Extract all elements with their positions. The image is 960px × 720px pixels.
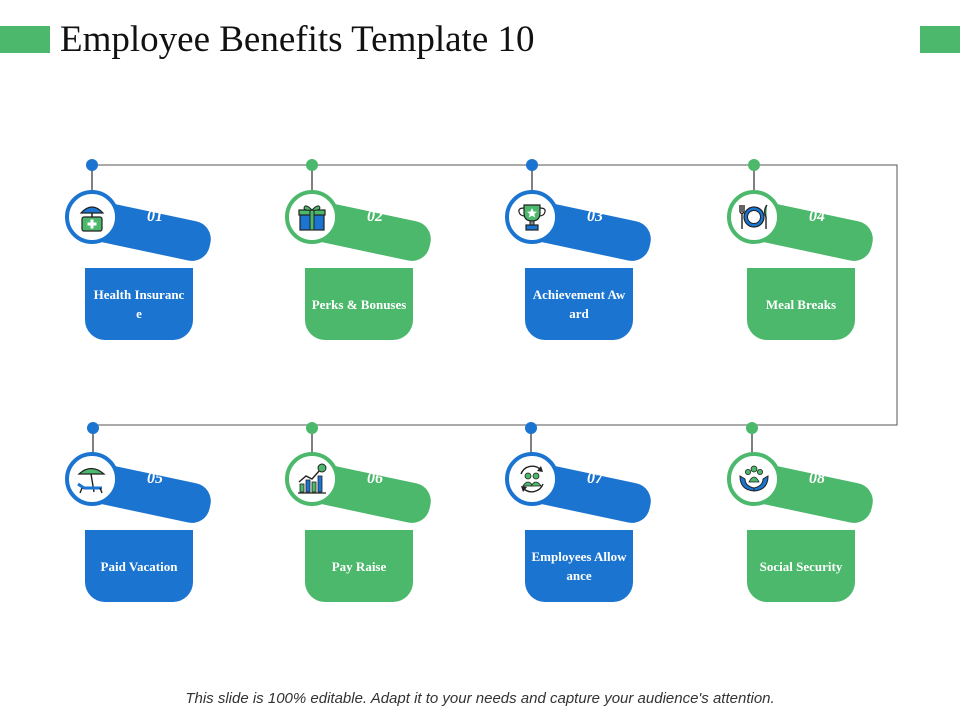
benefit-icon-circle xyxy=(727,452,781,506)
benefit-card-05: 05 Paid Vacation xyxy=(65,452,215,602)
connector-dot-08 xyxy=(746,422,758,434)
benefit-card-08: 08 Social Security xyxy=(727,452,877,602)
page-title: Employee Benefits Template 10 xyxy=(60,19,535,60)
benefit-icon-circle xyxy=(285,452,339,506)
trophy-icon xyxy=(518,204,546,231)
benefit-number: 01 xyxy=(147,208,163,225)
accent-bar-right xyxy=(920,26,960,53)
benefit-label: Achievement Award xyxy=(525,268,633,340)
benefit-label: Paid Vacation xyxy=(85,530,193,602)
hands-people-icon xyxy=(739,465,769,492)
benefit-label: Health Insurance xyxy=(85,268,193,340)
connector-dot-07 xyxy=(525,422,537,434)
benefit-number: 04 xyxy=(809,208,825,225)
benefit-label: Perks & Bonuses xyxy=(305,268,413,340)
connector-dot-04 xyxy=(748,159,760,171)
connector-dot-06 xyxy=(306,422,318,434)
benefit-icon-circle xyxy=(727,190,781,244)
benefit-card-04: 04 Meal Breaks xyxy=(727,190,877,340)
growth-chart-icon xyxy=(298,463,327,494)
medical-kit-umbrella-icon xyxy=(79,206,105,232)
benefit-icon-circle xyxy=(65,452,119,506)
benefit-number: 05 xyxy=(147,470,163,487)
plate-cutlery-icon xyxy=(739,204,768,229)
benefit-icon-circle xyxy=(505,452,559,506)
benefit-number: 03 xyxy=(587,208,603,225)
connector-dot-02 xyxy=(306,159,318,171)
benefit-label: Social Security xyxy=(747,530,855,602)
benefit-icon-circle xyxy=(505,190,559,244)
gift-box-icon xyxy=(298,205,326,231)
benefit-label: Pay Raise xyxy=(305,530,413,602)
benefit-card-03: 03 Achievement Award xyxy=(505,190,655,340)
benefit-label: Employees Allowance xyxy=(525,530,633,602)
benefit-card-07: 07 Employees Allowance xyxy=(505,452,655,602)
connector-path xyxy=(92,164,898,426)
benefit-number: 02 xyxy=(367,208,383,225)
benefit-number: 08 xyxy=(809,470,825,487)
benefit-card-02: 02 Perks & Bonuses xyxy=(285,190,435,340)
benefit-card-06: 06 Pay Raise xyxy=(285,452,435,602)
accent-bar-left xyxy=(0,26,50,53)
footer-note: This slide is 100% editable. Adapt it to… xyxy=(185,690,775,707)
connector-dot-03 xyxy=(526,159,538,171)
benefit-card-01: 01 Health Insurance xyxy=(65,190,215,340)
people-cycle-icon xyxy=(520,465,544,493)
benefit-icon-circle xyxy=(65,190,119,244)
benefit-number: 06 xyxy=(367,470,383,487)
benefit-label: Meal Breaks xyxy=(747,268,855,340)
connector-dot-05 xyxy=(87,422,99,434)
benefit-icon-circle xyxy=(285,190,339,244)
benefit-number: 07 xyxy=(587,470,603,487)
beach-chair-umbrella-icon xyxy=(77,467,106,494)
connector-dot-01 xyxy=(86,159,98,171)
